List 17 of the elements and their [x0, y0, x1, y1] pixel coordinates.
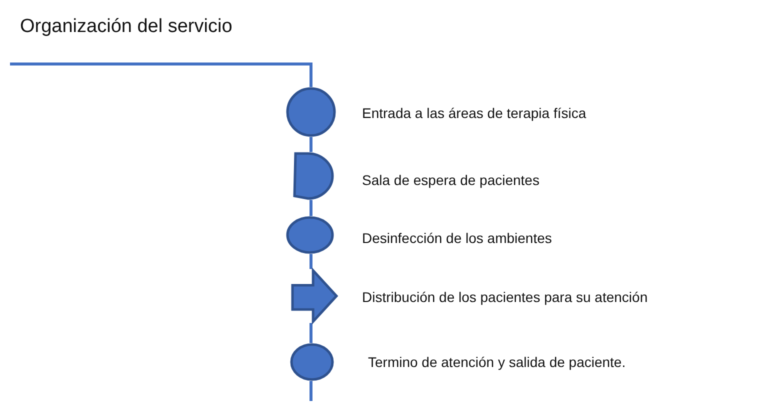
step-label: Entrada a las áreas de terapia física [362, 104, 586, 122]
delay-symbol [294, 152, 334, 200]
connector-line [310, 381, 312, 401]
circle-symbol [286, 87, 336, 137]
step-label: Termino de atención y salida de paciente. [368, 353, 626, 371]
connector-line [310, 137, 312, 152]
diagram-title: Organización del servicio [20, 16, 232, 38]
connector-line [10, 62, 312, 87]
ellipse-symbol [290, 343, 334, 381]
connector-line [310, 200, 312, 216]
step-label: Sala de espera de pacientes [362, 171, 540, 189]
ellipse-symbol [286, 216, 334, 254]
step-label: Distribución de los pacientes para su atención [362, 288, 648, 306]
connector-line [310, 323, 312, 343]
connector-line [310, 254, 312, 269]
step-label: Desinfección de los ambientes [362, 229, 552, 247]
arrow-symbol [291, 269, 338, 323]
